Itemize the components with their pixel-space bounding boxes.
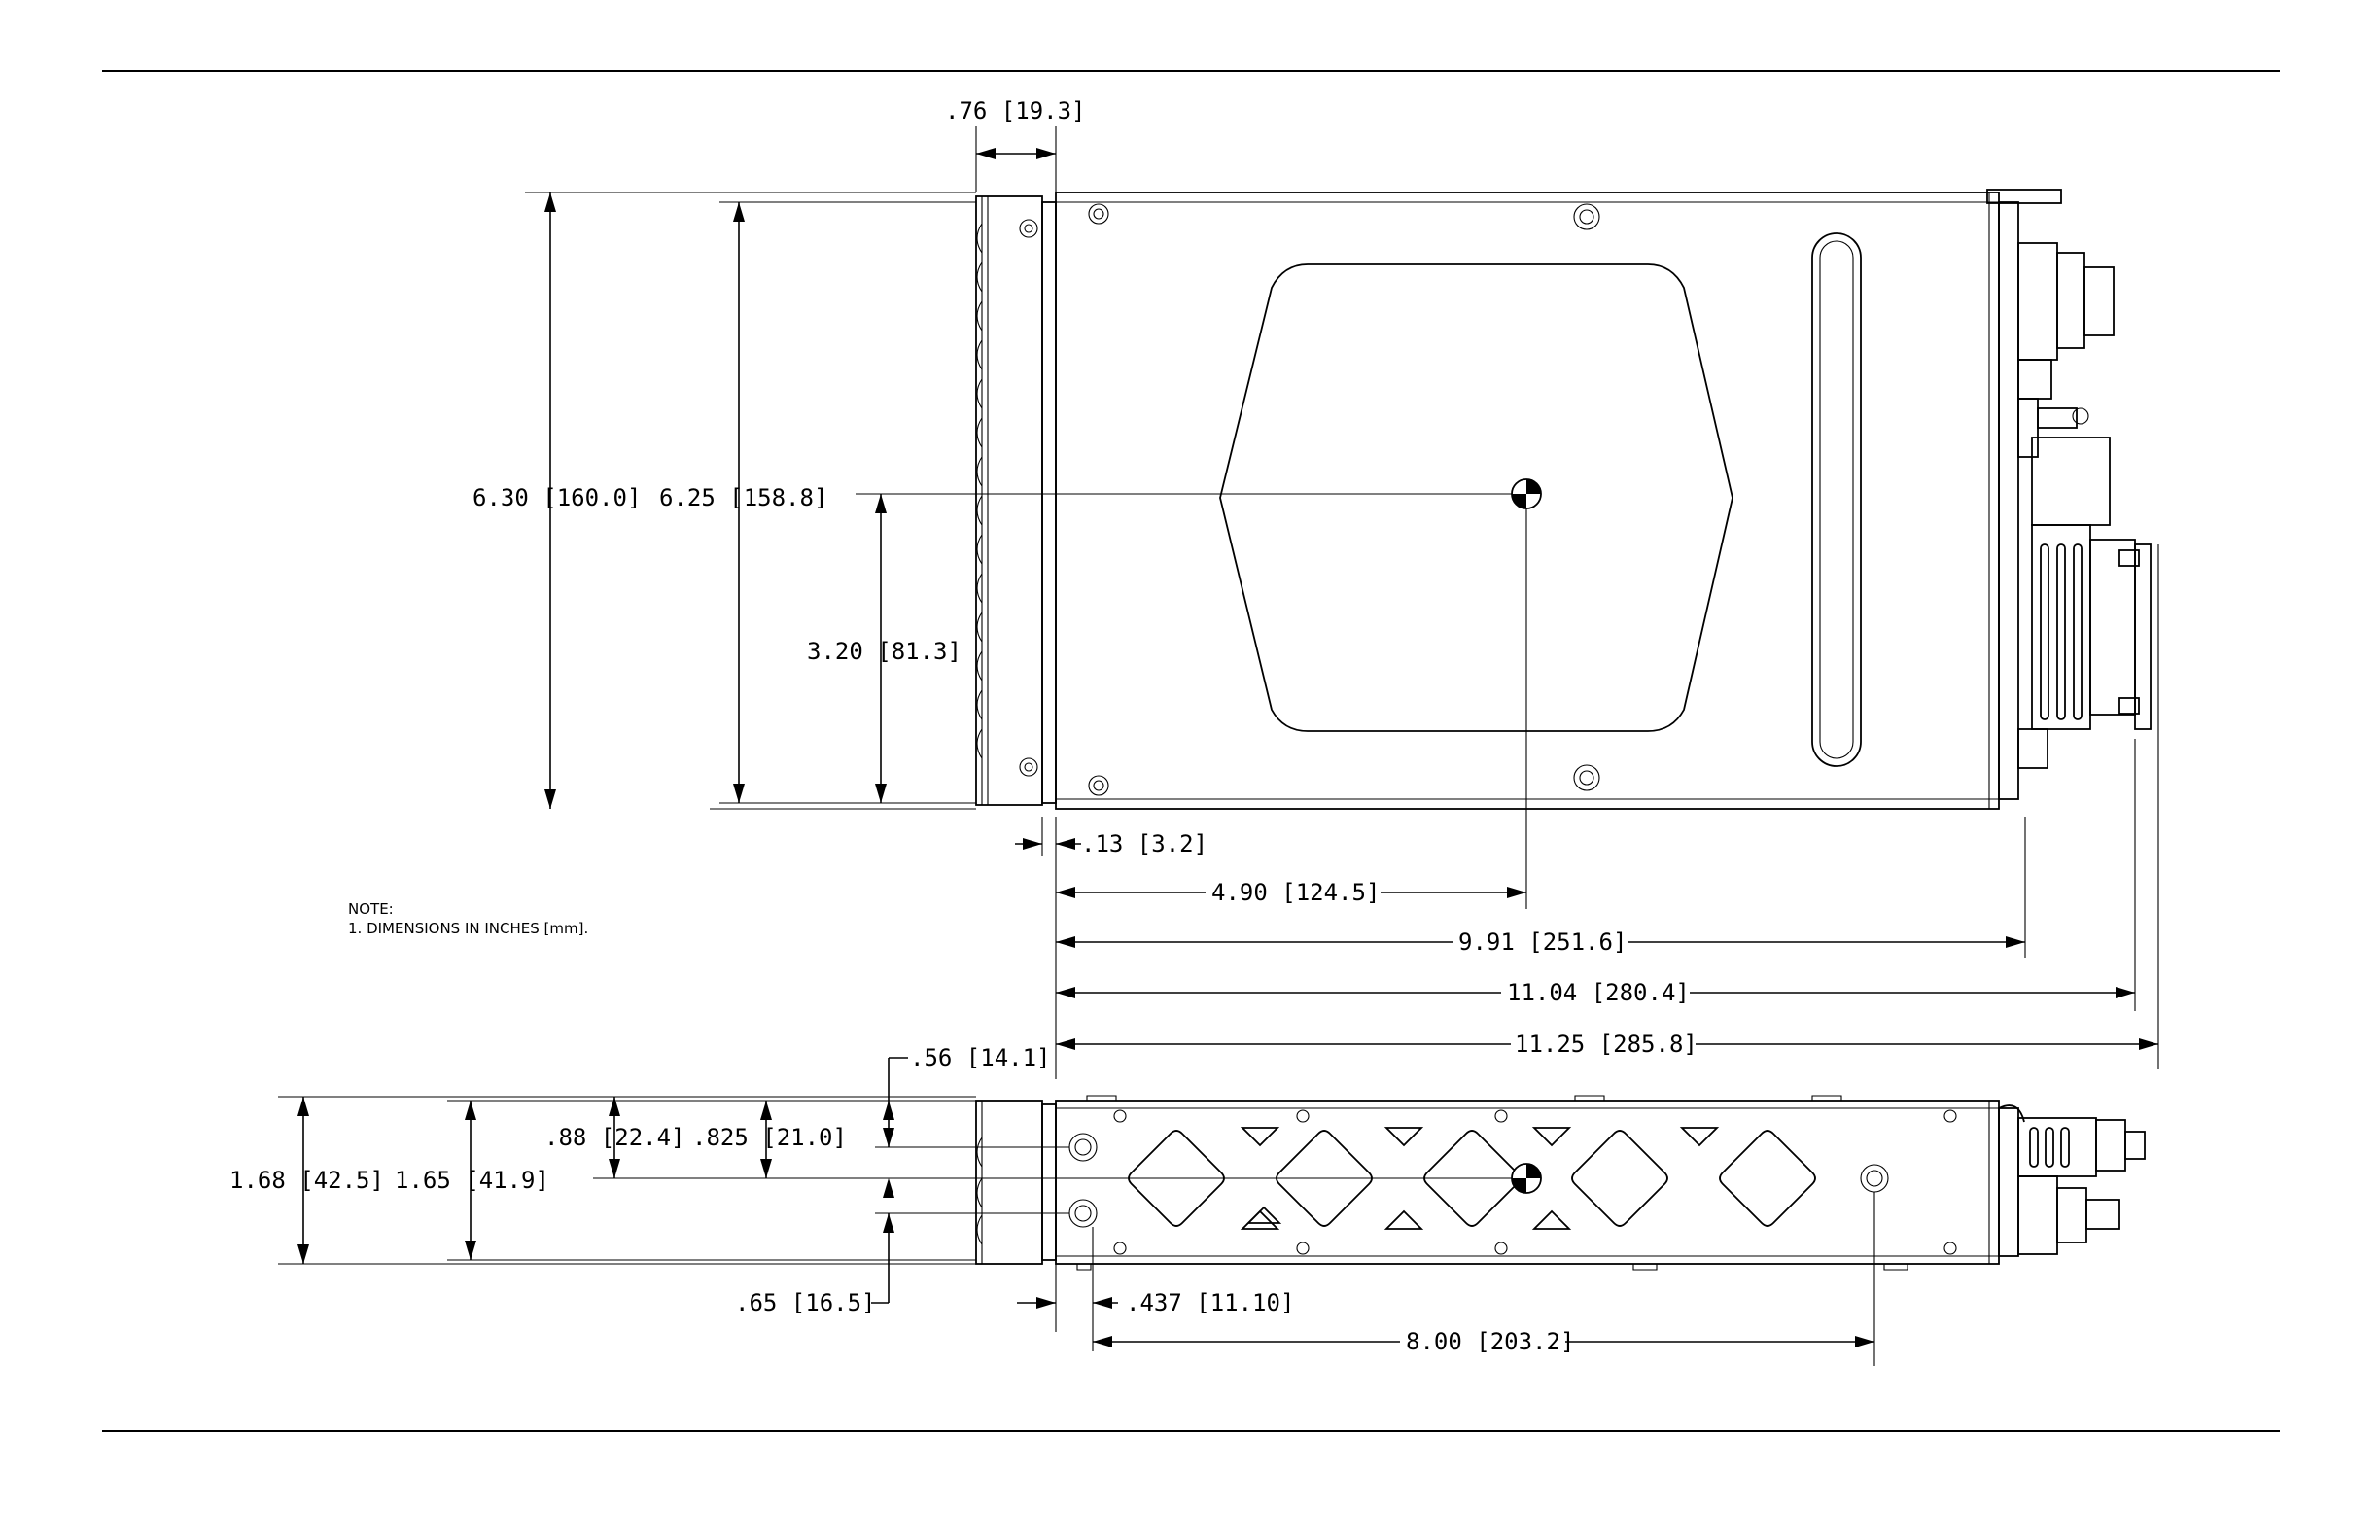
mount-hole-icon	[1069, 1134, 1097, 1161]
dim-label-hole-offset: .437 [11.10]	[1126, 1289, 1294, 1316]
dim-label-overall-depth: 11.25 [285.8]	[1515, 1031, 1698, 1058]
mount-hole-icon	[1861, 1165, 1888, 1192]
front-bezel	[976, 196, 1042, 805]
note-line-1: 1. DIMENSIONS IN INCHES [mm].	[348, 920, 588, 937]
dim-label-hole-spacing: 8.00 [203.2]	[1406, 1328, 1574, 1355]
screw-icon	[1574, 765, 1599, 790]
dim-label-overall-height: 6.30 [160.0]	[472, 484, 641, 511]
dim-label-flange-thickness: .13 [3.2]	[1081, 830, 1208, 858]
dim-label-body-depth: 9.91 [251.6]	[1458, 928, 1627, 956]
bezel-knobs	[977, 224, 982, 758]
mount-hole-icon	[1069, 1200, 1097, 1227]
cg-symbol-side-icon	[1512, 1164, 1541, 1193]
bezel-screw-bottom-icon	[1020, 758, 1037, 776]
dim-076	[976, 148, 1056, 159]
dim-label-body-height: 6.25 [158.8]	[659, 484, 827, 511]
screw-icon	[1574, 204, 1599, 229]
dim-056	[883, 1058, 908, 1147]
dim-label-825: .825 [21.0]	[692, 1124, 847, 1151]
cg-symbol-icon	[1512, 479, 1541, 508]
dim-label-65: .65 [16.5]	[735, 1289, 876, 1316]
side-view: 1.68 [42.5] 1.65 [41.9] .88 [22.4] .825 …	[229, 1044, 2145, 1366]
dim-label-cg-width: .88 [22.4]	[544, 1124, 685, 1151]
dim-label-depth-to-connector: 11.04 [280.4]	[1507, 979, 1690, 1006]
bezel-screw-top-icon	[1020, 220, 1037, 237]
dim-label-56: .56 [14.1]	[910, 1044, 1051, 1071]
dim-label-side-body-width: 1.65 [41.9]	[395, 1167, 549, 1194]
dim-label-cg-height: 3.20 [81.3]	[807, 638, 962, 665]
dim-013	[1015, 817, 1081, 856]
rear-connectors	[1987, 190, 2151, 799]
dim-0437	[1017, 1297, 1118, 1309]
top-view: .76 [19.3] 6.30 [160.0] 6.25 [158.8] 3.2…	[472, 97, 2158, 1079]
dim-label-cg-depth: 4.90 [124.5]	[1211, 879, 1380, 906]
side-rear-connectors	[1999, 1105, 2145, 1256]
side-bezel	[976, 1101, 1042, 1264]
dim-label-side-overall-width: 1.68 [42.5]	[229, 1167, 384, 1194]
front-flange	[1042, 202, 1056, 803]
screw-icon	[1089, 776, 1108, 795]
screw-icon	[1089, 204, 1108, 224]
hexagon-panel	[1220, 264, 1732, 731]
note-title: NOTE:	[348, 900, 394, 918]
dim-065	[871, 1178, 894, 1303]
dim-label-flange-depth: .76 [19.3]	[945, 97, 1086, 124]
